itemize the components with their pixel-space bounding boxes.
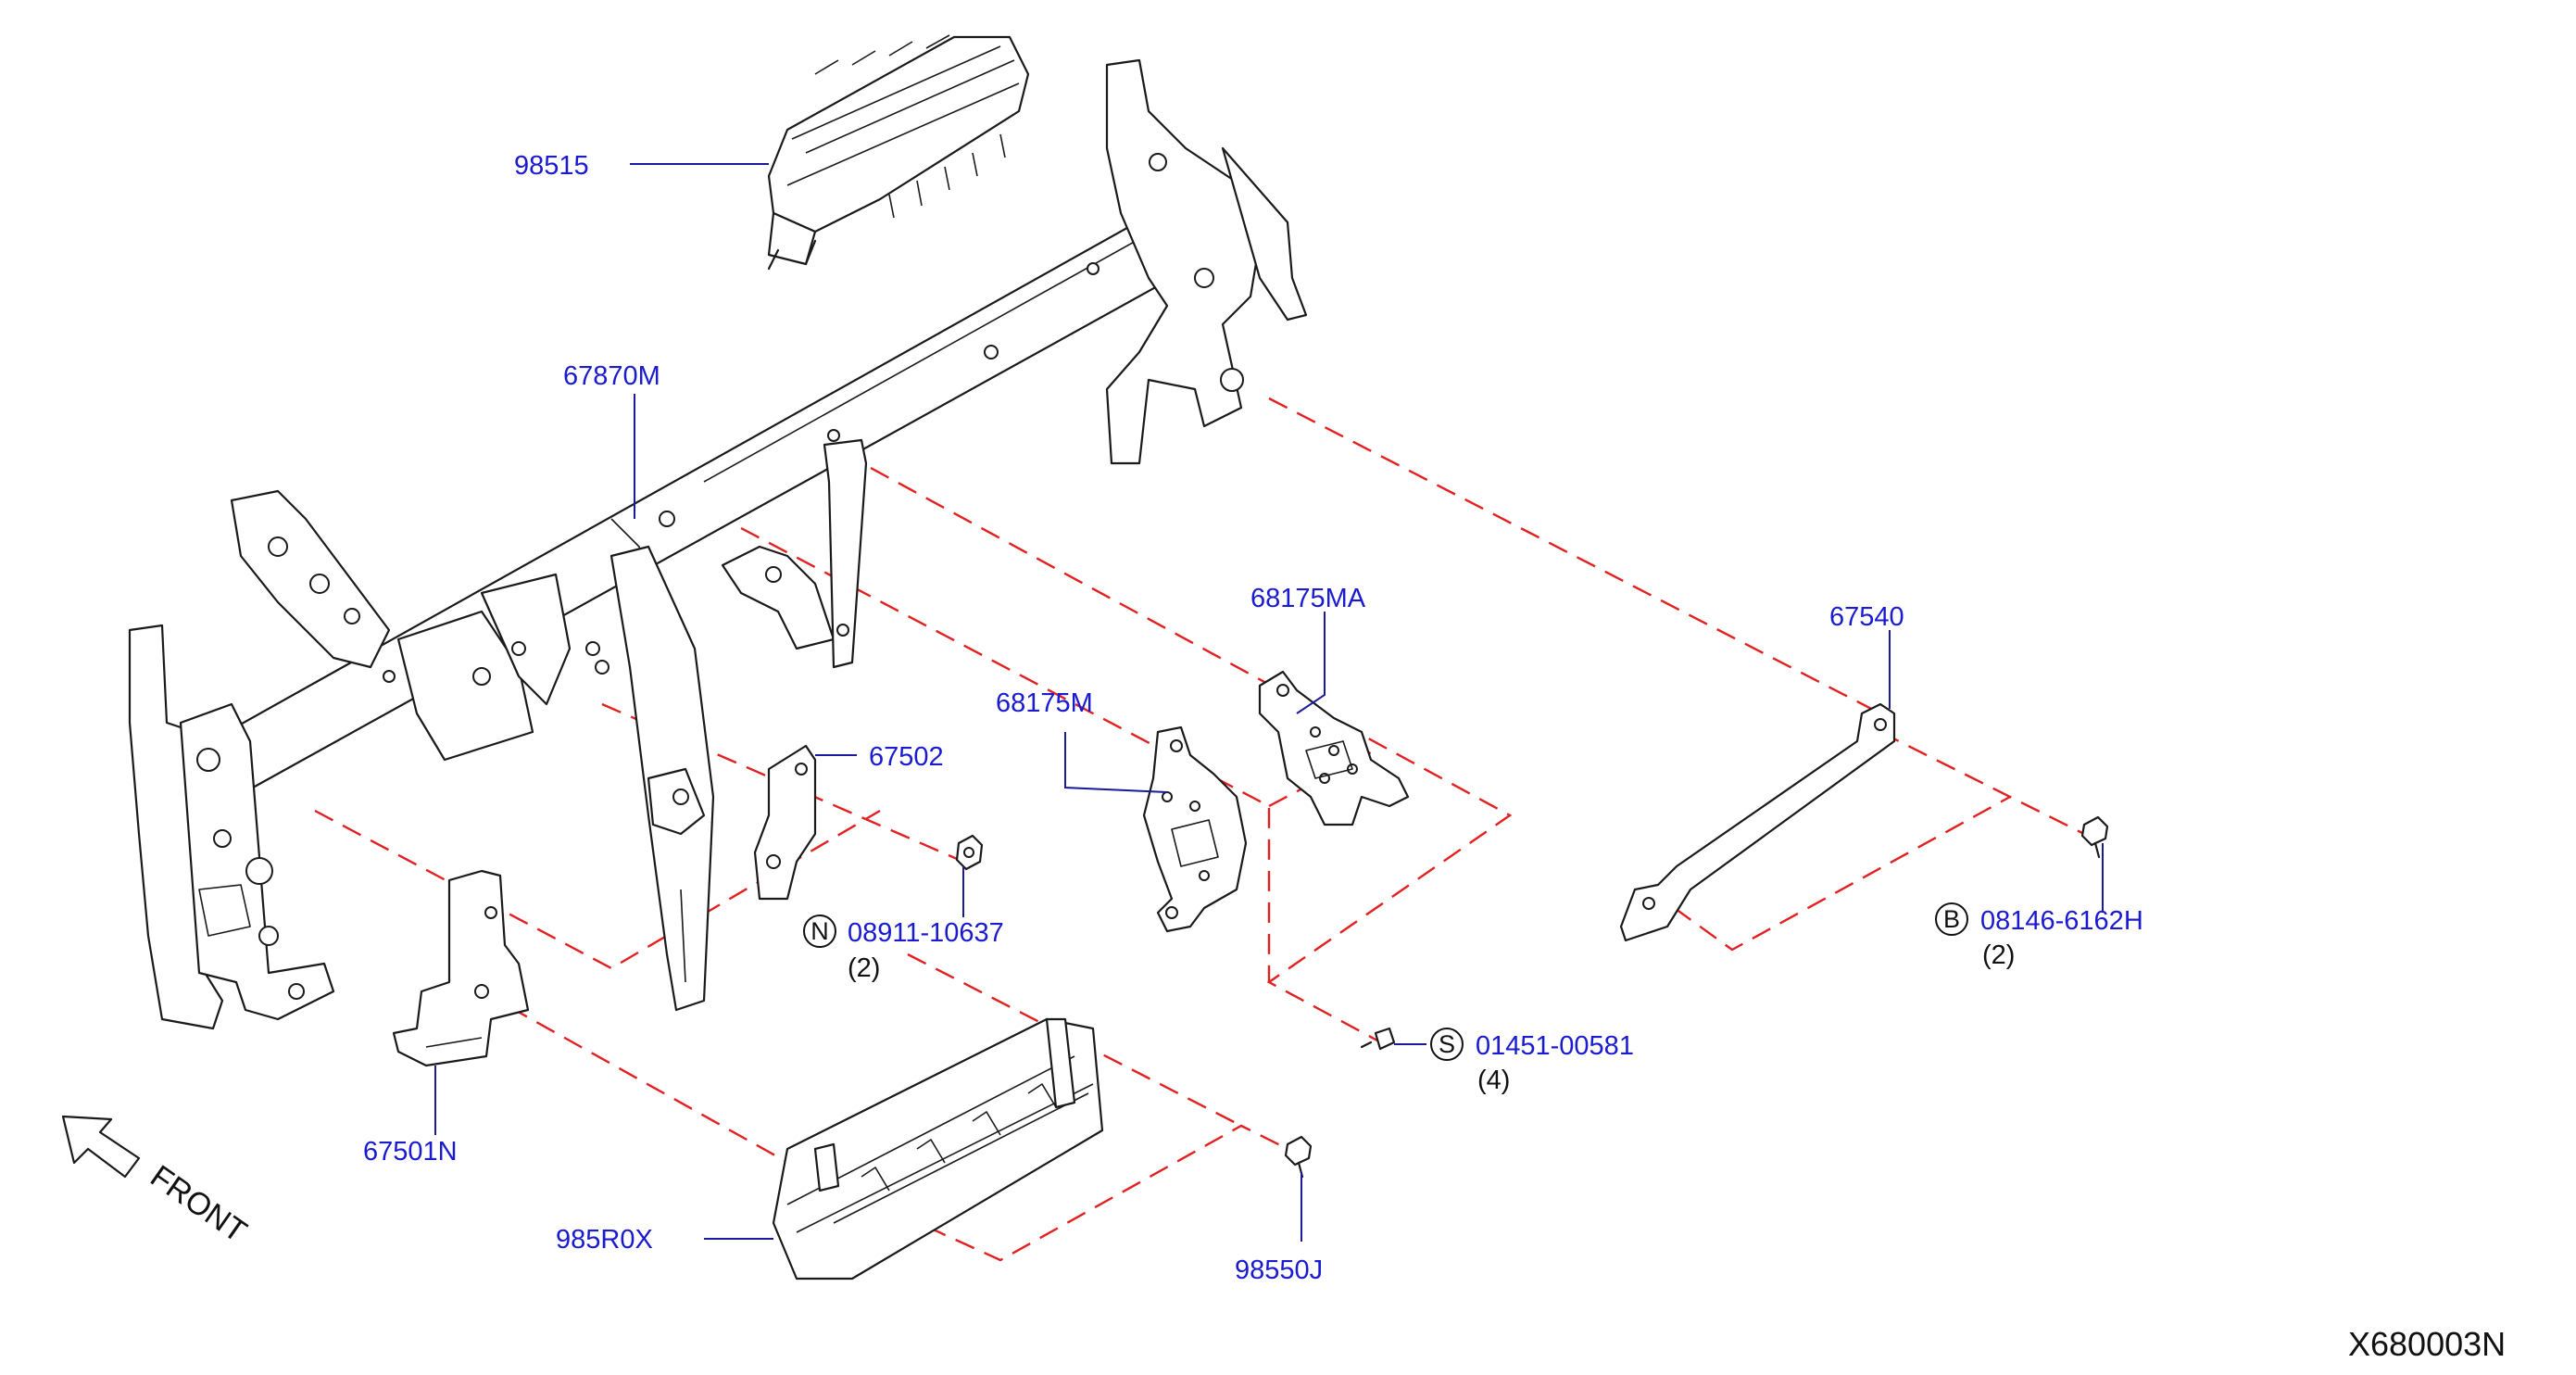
label-01451-00581[interactable]: 01451-00581 [1476, 1031, 1634, 1061]
screw-01451-icon [1360, 1027, 1396, 1051]
label-67502[interactable]: 67502 [869, 742, 944, 772]
bracket-67501n [392, 869, 530, 1067]
bracket-67502 [753, 744, 817, 901]
symbol-b: B [1943, 905, 1960, 933]
label-98515[interactable]: 98515 [514, 151, 589, 181]
label-67540[interactable]: 67540 [1829, 602, 1904, 632]
label-68175m[interactable]: 68175M [996, 688, 1093, 718]
qty-01451: (4) [1477, 1066, 1510, 1095]
label-67870m[interactable]: 67870M [563, 361, 660, 391]
stay-67540 [1619, 702, 1896, 942]
label-08146-6162h[interactable]: 08146-6162H [1980, 906, 2143, 936]
callout-08911[interactable]: N 08911-10637 (2) [803, 915, 1004, 983]
symbol-circle-n [803, 915, 836, 948]
bracket-68175m [1142, 725, 1248, 933]
knee-airbag-985r0x [772, 1017, 1104, 1280]
label-98550j[interactable]: 98550J [1235, 1255, 1323, 1285]
bracket-68175ma [1258, 670, 1410, 826]
label-67501n[interactable]: 67501N [363, 1137, 458, 1167]
qty-08911: (2) [848, 953, 880, 983]
front-arrow-icon [61, 1115, 141, 1179]
front-indicator: FRONT [61, 1115, 253, 1250]
label-985r0x[interactable]: 985R0X [556, 1225, 653, 1255]
steering-member-67870m [128, 58, 1308, 1030]
front-label: FRONT [144, 1158, 253, 1249]
symbol-s: S [1439, 1030, 1455, 1058]
bolt-08146-icon [2080, 815, 2109, 859]
symbol-n: N [810, 917, 829, 945]
airbag-module-98515 [767, 34, 1030, 271]
bolt-98550j-icon [1284, 1135, 1313, 1179]
nut-08911-icon [955, 834, 984, 871]
callout-08146[interactable]: B 08146-6162H (2) [1935, 902, 2143, 970]
qty-08146: (2) [1982, 940, 2015, 970]
callout-01451[interactable]: S 01451-00581 (4) [1430, 1028, 1634, 1095]
label-68175ma[interactable]: 68175MA [1250, 584, 1366, 613]
symbol-circle-s [1430, 1028, 1464, 1061]
symbol-circle-b [1935, 902, 1968, 936]
leader-lines [434, 163, 2104, 1242]
label-08911-10637[interactable]: 08911-10637 [848, 918, 1004, 948]
diagram-reference: X680003N [2348, 1325, 2506, 1363]
